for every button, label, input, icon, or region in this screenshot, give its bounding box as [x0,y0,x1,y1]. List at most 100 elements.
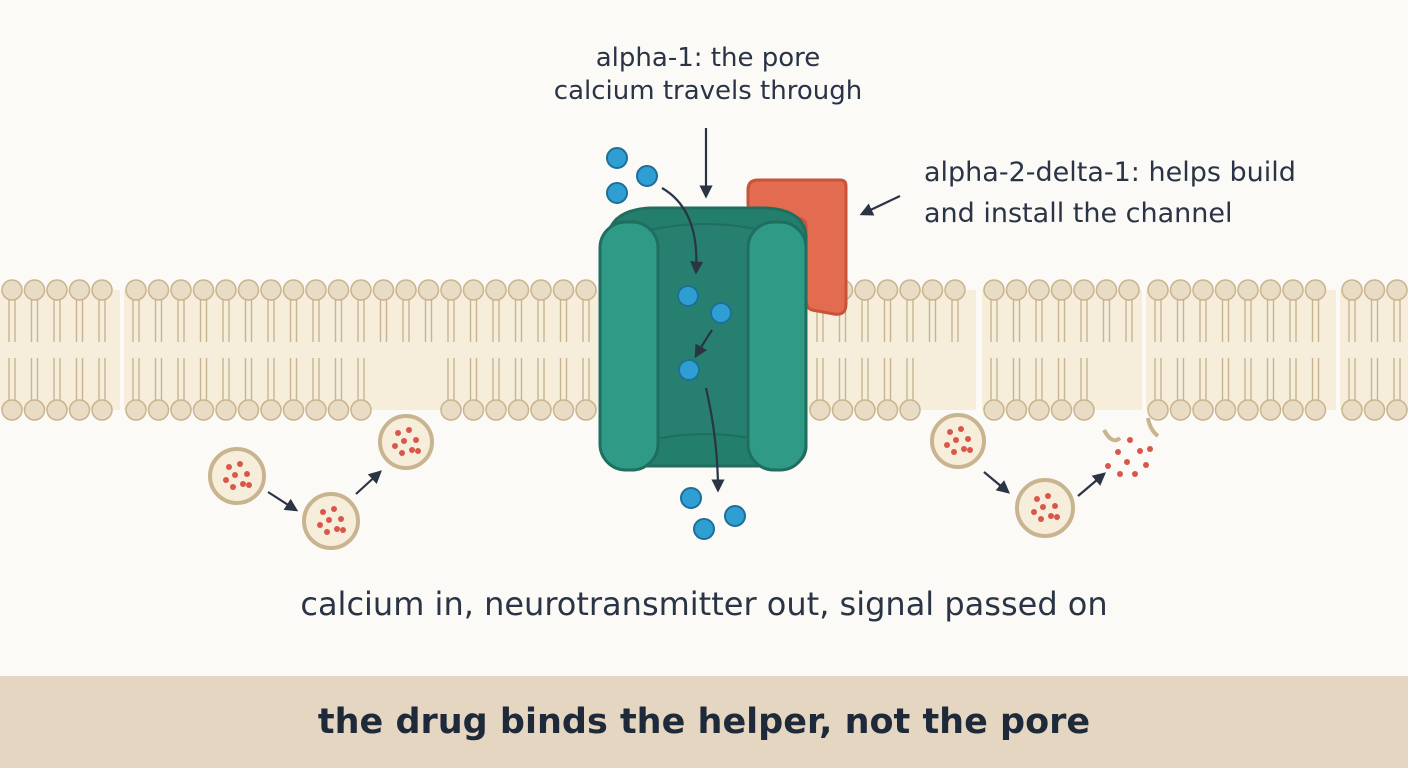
lipid-head [983,399,1005,421]
lipid-head [1237,399,1259,421]
lipid-head [1005,279,1028,301]
neurotransmitter-dot [395,430,401,436]
neurotransmitter-dot [324,529,330,535]
lipid-head [395,279,417,301]
lipid-head [1169,399,1192,421]
lipid-head [91,279,113,301]
lipid-head [1073,399,1095,421]
released-neurotransmitter-dot [1147,446,1153,452]
lipid-head [215,279,237,301]
lipid-head [1259,399,1282,421]
neurotransmitter-dot [320,509,326,515]
lipid-head [237,279,260,301]
ion-entry-arrow [661,187,704,275]
neurotransmitter-dot [1038,516,1044,522]
lipid-head [854,399,876,421]
lipid-head [282,279,305,301]
neurotransmitter-dot [958,426,964,432]
vesicle-free-3 [1015,478,1075,538]
vesicle-fused-left [1102,429,1122,443]
lipid-head [983,279,1005,301]
arrow-group [267,128,1107,512]
lipid-head [462,279,485,301]
calcium-ion-icon [606,147,628,169]
neurotransmitter-dot [961,446,967,452]
lipid-head [1169,279,1192,301]
lipid-head [215,399,237,421]
released-neurotransmitter-dot [1117,471,1123,477]
neurotransmitter-dot [401,438,407,444]
neurotransmitter-dot [237,461,243,467]
released-neurotransmitter-dot [1143,462,1149,468]
neurotransmitter-dot [415,448,421,454]
neurotransmitter-dot [953,437,959,443]
neurotransmitter-dot [1034,496,1040,502]
lipid-head [91,399,113,421]
lipid-head [1304,399,1327,421]
lipid-head [854,279,876,301]
neurotransmitter-dot [406,427,412,433]
membrane-core [982,290,1142,410]
lipid-head [530,279,552,301]
lipid-head [237,399,260,421]
neurotransmitter-dot [1054,514,1060,520]
lipid-head [876,399,899,421]
vesicle-fused-right [1146,417,1160,438]
lipid-head [147,399,170,421]
neurotransmitter-dot [230,484,236,490]
lipid-head [1237,279,1259,301]
neurotransmitter-dot [947,429,953,435]
pore-wall-left [598,220,660,472]
neurotransmitter-dot [226,464,232,470]
lipid-head [1147,399,1169,421]
neurotransmitter-dot [317,522,323,528]
neurotransmitter-dot [965,436,971,442]
lipid-head [68,399,91,421]
lipid-head [372,279,395,301]
lipid-head [282,399,305,421]
vesicle-docking-2 [930,413,986,469]
lipid-head [305,279,327,301]
neurotransmitter-dot [1040,504,1046,510]
lipid-head [1259,279,1282,301]
lipid-head [1073,279,1095,301]
lipid-head [1341,399,1363,421]
lipid-head [1192,399,1214,421]
lipid-head [1147,279,1169,301]
lipid-head [1363,399,1386,421]
pore-lumen [649,223,761,442]
released-neurotransmitter-dot [1137,448,1143,454]
lipid-head [507,279,530,301]
lipid-head [125,279,147,301]
vesicle-move-arrow-4 [1077,472,1107,497]
lipid-head [192,279,215,301]
vesicle-free-2 [302,492,360,550]
neurotransmitter-dot [244,471,250,477]
lipid-head [1118,279,1140,301]
lipid-head [23,279,46,301]
lipid-head [68,279,91,301]
lipid-head [530,399,552,421]
lipid-head [1282,279,1304,301]
lipid-head [575,399,597,421]
calcium-ion-icon [724,505,746,527]
neurotransmitter-dot [392,443,398,449]
released-neurotransmitter-dot [1124,459,1130,465]
lipid-head [899,279,921,301]
lipid-head [440,399,462,421]
neurotransmitter-dot [340,527,346,533]
calcium-ion-icon [680,487,702,509]
lipid-head [1386,279,1408,301]
helper-label-line-2: and install the channel [924,198,1233,229]
neurotransmitter-dot [967,447,973,453]
released-neurotransmitter-dot [1105,463,1111,469]
neurotransmitter-dot [951,449,957,455]
pore-label-line-1: alpha-1: the pore [595,43,821,73]
lipid-head [1095,279,1118,301]
lipid-head [944,279,966,301]
membrane-core [1146,290,1336,410]
helper-label: alpha-2-delta-1: helps build and install… [924,152,1296,234]
lipid-head [899,399,921,421]
lipid-head [1028,279,1050,301]
calcium-ion-icon [693,518,715,540]
